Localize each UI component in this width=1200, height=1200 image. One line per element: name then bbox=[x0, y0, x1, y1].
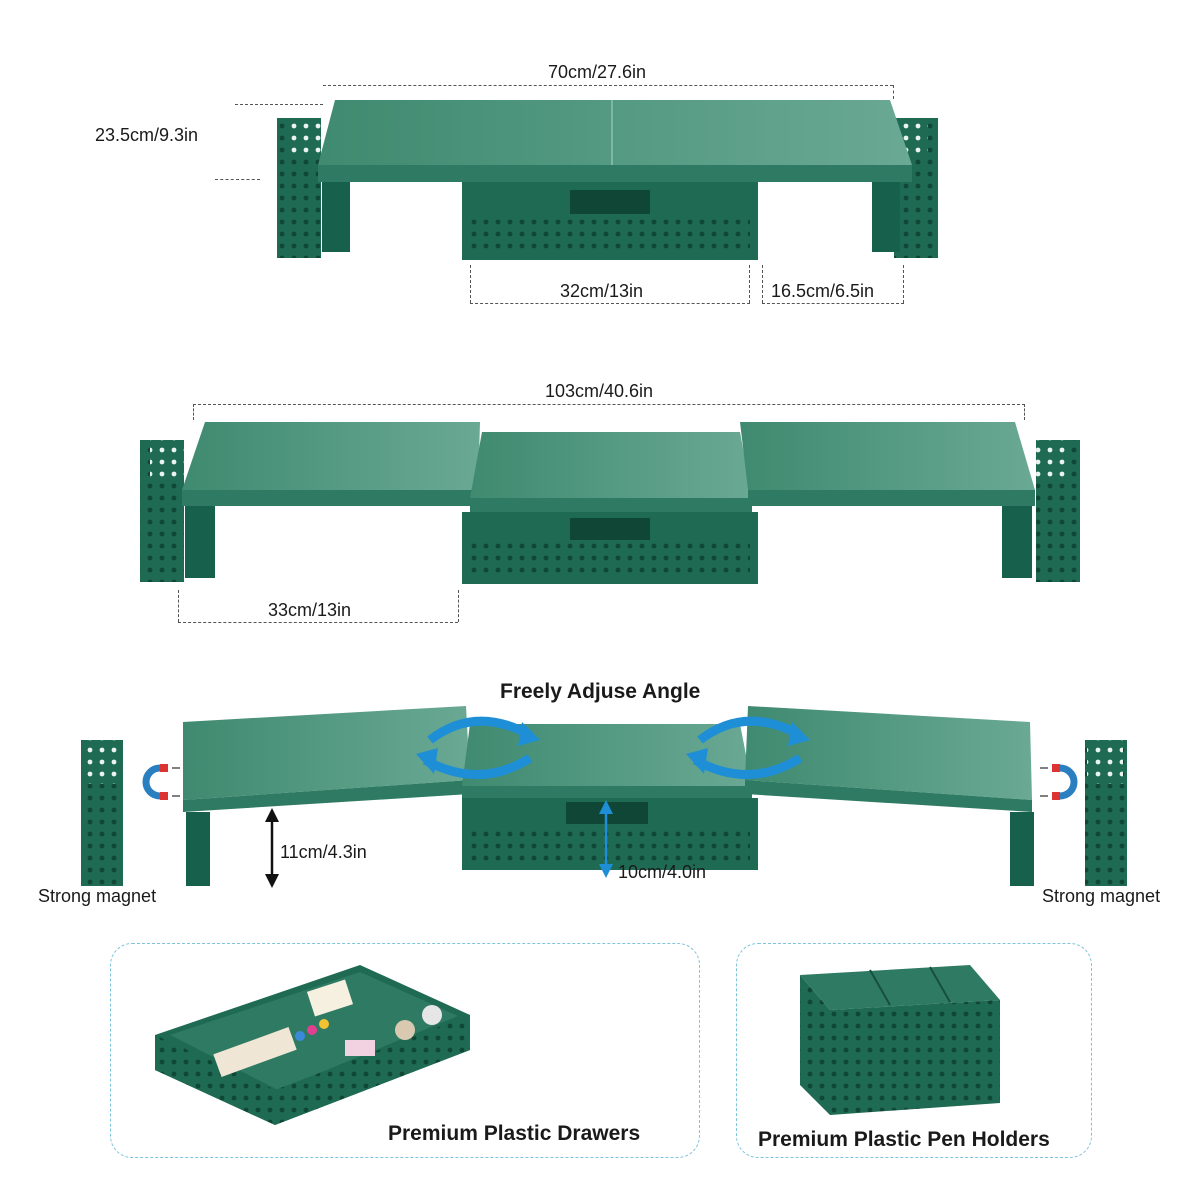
drawer-height-label: 10cm/4.0in bbox=[618, 862, 707, 882]
rotate-arrows-right-icon bbox=[686, 716, 810, 779]
pen-holder-image bbox=[800, 965, 1000, 1115]
wing-dimension-tick-right bbox=[458, 590, 459, 622]
extended-width-tick-left bbox=[193, 404, 194, 420]
drawers-caption: Premium Plastic Drawers bbox=[388, 1122, 641, 1145]
angle-title: Freely Adjuse Angle bbox=[500, 680, 701, 703]
magnet-left-label: Strong magnet bbox=[38, 886, 157, 906]
wing-width-label: 33cm/13in bbox=[268, 600, 352, 620]
depth-dimension-line-bottom bbox=[215, 179, 260, 180]
height-arrow-icon bbox=[265, 808, 279, 888]
depth-dimension-line-top bbox=[235, 104, 323, 105]
drawer-dimension-line bbox=[470, 303, 750, 304]
wing-dimension-line bbox=[178, 622, 458, 623]
extended-width-label: 103cm/40.6in bbox=[545, 381, 654, 401]
side-width-label: 16.5cm/6.5in bbox=[771, 281, 875, 301]
rotate-arrows-left-icon bbox=[416, 716, 540, 779]
stand-compact bbox=[277, 100, 938, 260]
extended-width-line bbox=[193, 404, 1025, 405]
drawer-dimension-tick-right bbox=[749, 265, 750, 303]
side-dimension-tick-left bbox=[762, 265, 763, 303]
drawers-panel bbox=[110, 943, 700, 1158]
drawer-dimension-tick-left bbox=[470, 265, 471, 303]
wing-dimension-tick-left bbox=[178, 590, 179, 622]
pen-holders-caption: Premium Plastic Pen Holders bbox=[758, 1128, 1050, 1151]
side-dimension-tick-right bbox=[903, 265, 904, 303]
magnet-right-icon bbox=[1040, 764, 1078, 800]
pen-holders-panel bbox=[736, 943, 1092, 1158]
side-dimension-line bbox=[762, 303, 904, 304]
extended-width-tick-right bbox=[1024, 404, 1025, 420]
stand-extended bbox=[140, 422, 1080, 584]
width-label: 70cm/27.6in bbox=[548, 62, 647, 82]
height-label: 11cm/4.3in bbox=[280, 842, 367, 862]
magnet-left-icon bbox=[142, 764, 180, 800]
drawer-height-arrow-icon bbox=[599, 800, 613, 878]
width-dimension-line bbox=[323, 85, 893, 86]
magnet-right-label: Strong magnet bbox=[1042, 886, 1161, 906]
drawer-tray-image bbox=[155, 965, 470, 1125]
stand-angled bbox=[81, 706, 1127, 886]
drawer-width-label: 32cm/13in bbox=[560, 281, 644, 301]
width-dimension-tick bbox=[893, 85, 894, 99]
depth-label: 23.5cm/9.3in bbox=[95, 125, 199, 145]
